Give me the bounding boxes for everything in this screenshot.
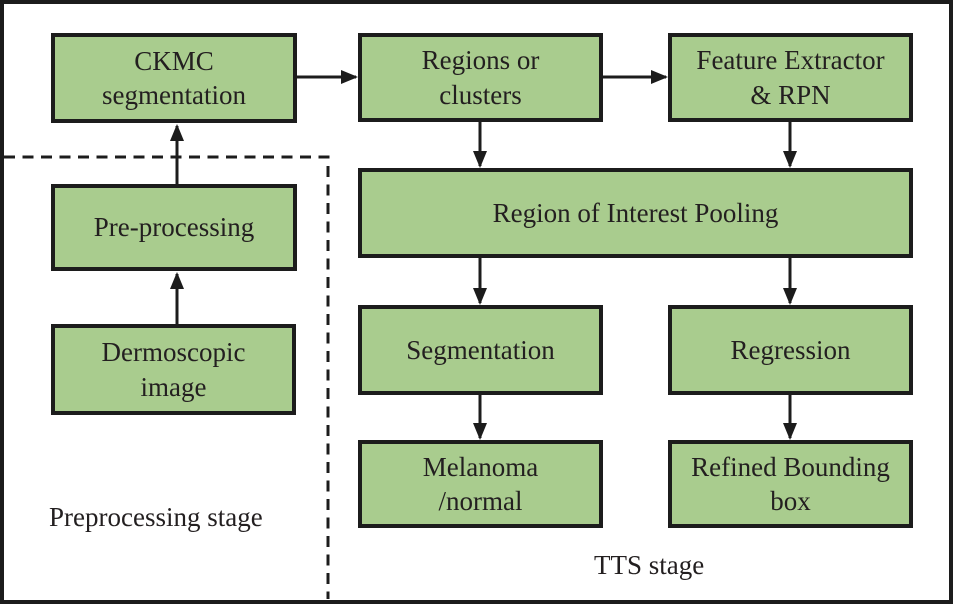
node-regions-or-clusters: Regions or clusters — [358, 33, 603, 122]
node-dermoscopic-image: Dermoscopic image — [51, 324, 296, 415]
node-refined-bounding-box: Refined Bounding box — [668, 440, 913, 528]
node-ckmc-segmentation: CKMC segmentation — [51, 33, 297, 123]
node-melanoma-normal: Melanoma /normal — [358, 440, 603, 528]
node-regression: Regression — [668, 305, 913, 395]
stage-divider-dashed-line — [4, 155, 330, 599]
node-feature-extractor-rpn: Feature Extractor & RPN — [668, 33, 913, 122]
label-tts-stage: TTS stage — [594, 550, 705, 580]
node-region-of-interest-pooling: Region of Interest Pooling — [358, 168, 913, 258]
label-preprocessing-stage: Preprocessing stage — [49, 502, 263, 532]
node-segmentation: Segmentation — [358, 305, 603, 395]
node-pre-processing: Pre-processing — [51, 184, 297, 271]
